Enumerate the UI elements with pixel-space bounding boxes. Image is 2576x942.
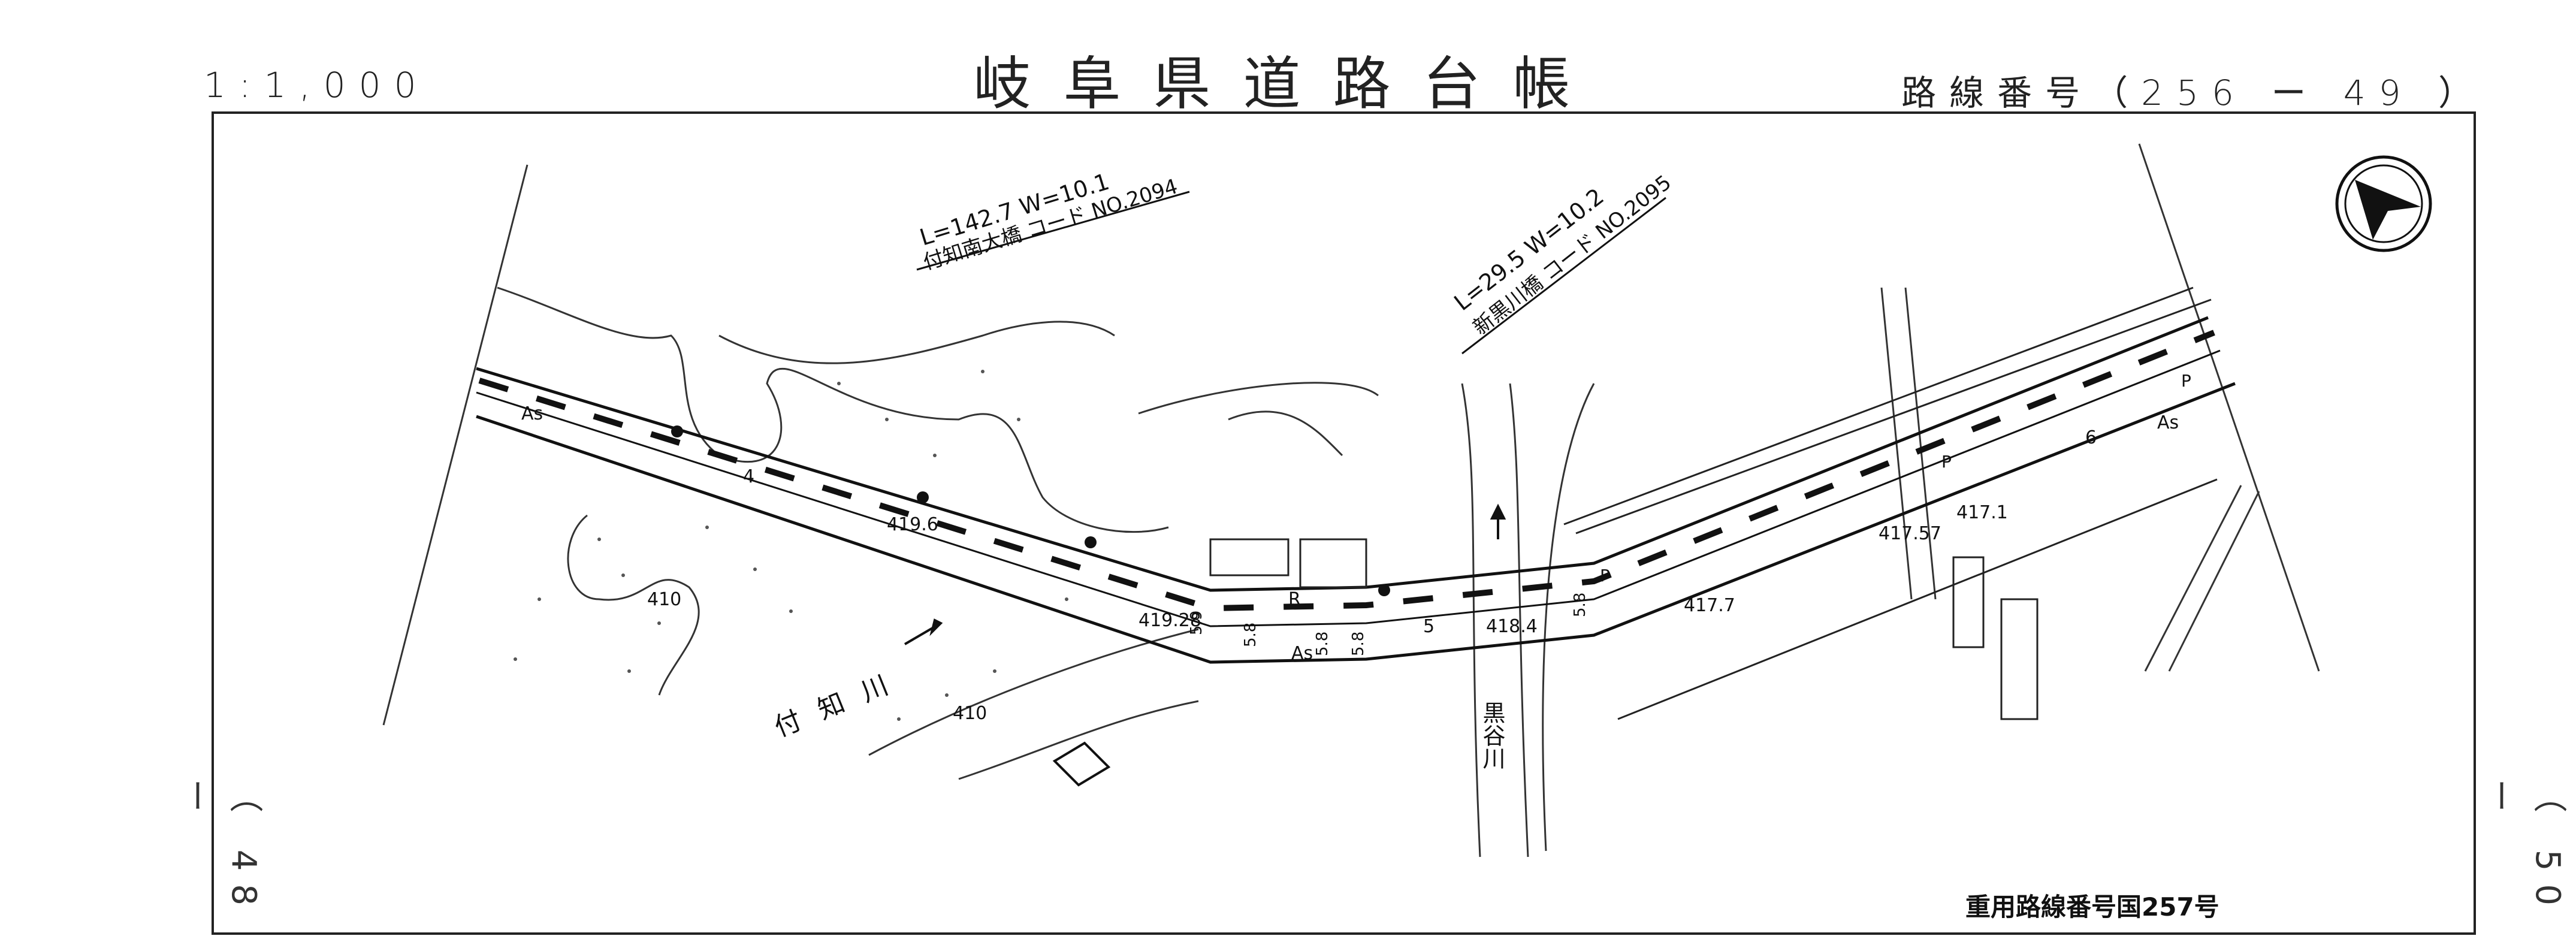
elevation-4184: 418.4: [1486, 616, 1538, 637]
river-kurotani-label: 黒谷川: [1479, 701, 1505, 769]
page-title: 岐阜県道路台帳: [973, 50, 1603, 117]
elevation-4196: 419.6: [887, 514, 938, 535]
pole-p-3: P: [2181, 371, 2191, 391]
manholes: [671, 425, 1390, 596]
contour-410-a: 410: [647, 589, 681, 610]
surface-as-left: As: [521, 403, 543, 424]
bridge-abutments: [1209, 538, 2039, 720]
width-58a: 5.8: [1242, 623, 1260, 647]
width-58b: 5.8: [1313, 632, 1331, 656]
building: [1052, 741, 1111, 787]
elevation-4171: 417.1: [1956, 502, 2008, 523]
width-59: 5.9: [1188, 611, 1206, 635]
terrain-lines: [382, 143, 2320, 858]
contour-410-b: 410: [953, 703, 987, 724]
elevation-4177: 417.7: [1684, 595, 1735, 616]
width-58c: 5.8: [1349, 632, 1367, 656]
surface-as-mid: As: [1291, 643, 1313, 664]
road-outline: [476, 316, 2236, 664]
flow-arrows: [904, 503, 1506, 645]
curb-lines: [1563, 286, 2218, 720]
footer-note: 重用路線番号国257号: [1965, 892, 2219, 922]
scale-label: 1:1,000: [204, 65, 430, 105]
north-arrow-icon: [2335, 155, 2432, 252]
adjacent-sheet-right: （ 50 ー: [2480, 779, 2567, 919]
width-58d: 5.8: [1571, 593, 1589, 617]
surface-as-right: As: [2157, 412, 2179, 433]
lane-5-label: 5: [1423, 616, 1435, 637]
pole-p-1: P: [1600, 566, 1610, 585]
river-tsukechi-label: 付知川: [770, 662, 911, 743]
adjacent-sheet-left: （ 48 ー: [176, 779, 263, 919]
pole-p-2: P: [1941, 452, 1952, 472]
bridge-leaders: [916, 191, 1666, 355]
lane-4-label: 4: [743, 466, 754, 487]
lane-dash: [478, 330, 2215, 612]
elevation-41928: 419.28: [1138, 610, 1201, 631]
route-number: 路線番号（256 ー 49 ）: [1901, 73, 2486, 113]
river-stipple: [514, 370, 1068, 721]
lane-6-label: 6: [2085, 427, 2097, 448]
surface-r-1: R: [1288, 589, 1301, 610]
map-frame: [212, 111, 2476, 935]
elevation-41757: 417.57: [1879, 523, 1941, 544]
